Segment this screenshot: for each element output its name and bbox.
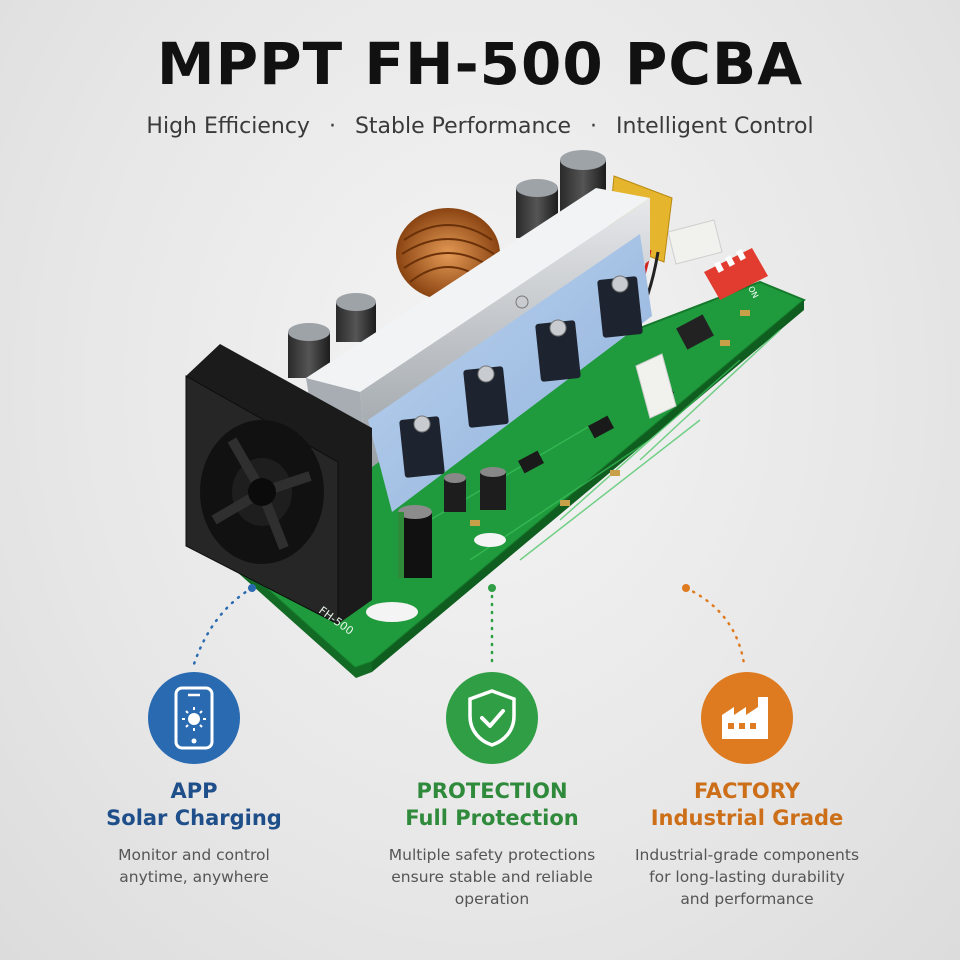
feature-subheading: Industrial Grade — [650, 806, 844, 830]
feature-heading: FACTORY — [693, 779, 800, 803]
feature-description-line: and performance — [680, 890, 814, 908]
feature-description-line: operation — [454, 890, 530, 908]
feature-protection: PROTECTION Full Protection Multiple safe… — [362, 672, 622, 910]
feature-description-line: for long-lasting durability — [649, 868, 845, 886]
callout-dot — [488, 584, 496, 592]
subtitle-item-control: Intelligent Control — [616, 114, 814, 139]
callout-dot — [248, 584, 256, 592]
subtitle-item-performance: Stable Performance — [354, 114, 572, 139]
feature-description-line: Monitor and control — [118, 846, 270, 864]
callout-dot — [682, 584, 690, 592]
phone-solar-icon — [148, 672, 240, 764]
connectors — [635, 219, 723, 419]
subtitle-separator: · — [590, 114, 598, 139]
feature-description-line: Industrial-grade components — [634, 846, 860, 864]
feature-description: Industrial-grade components for long-las… — [617, 844, 877, 910]
factory-icon — [701, 672, 793, 764]
feature-description-line: anytime, anywhere — [119, 868, 269, 886]
subtitle-item-efficiency: High Efficiency — [146, 114, 310, 139]
capacitor-large — [288, 150, 606, 378]
cooling-fan — [185, 344, 372, 625]
feature-heading: APP — [170, 779, 218, 803]
glue — [366, 533, 506, 622]
feature-subheading: Full Protection — [405, 806, 579, 830]
feature-description: Monitor and control anytime, anywhere — [64, 844, 324, 888]
feature-heading: PROTECTION — [416, 779, 568, 803]
page-subtitle: High Efficiency · Stable Performance · I… — [0, 114, 960, 139]
callout-lines — [192, 586, 746, 666]
capacitor-small — [398, 467, 506, 578]
page-title: MPPT FH-500 PCBA — [156, 30, 804, 98]
feature-factory: FACTORY Industrial Grade Industrial-grad… — [617, 672, 877, 910]
feature-description-line: ensure stable and reliable — [391, 868, 593, 886]
feature-app: APP Solar Charging Monitor and control a… — [64, 672, 324, 888]
mosfet-screws — [413, 275, 629, 433]
feature-description: Multiple safety protections ensure stabl… — [362, 844, 622, 910]
shield-check-icon — [446, 672, 538, 764]
feature-subheading: Solar Charging — [106, 806, 282, 830]
mosfets — [399, 276, 643, 478]
subtitle-separator: · — [328, 114, 336, 139]
feature-description-line: Multiple safety protections — [388, 846, 596, 864]
